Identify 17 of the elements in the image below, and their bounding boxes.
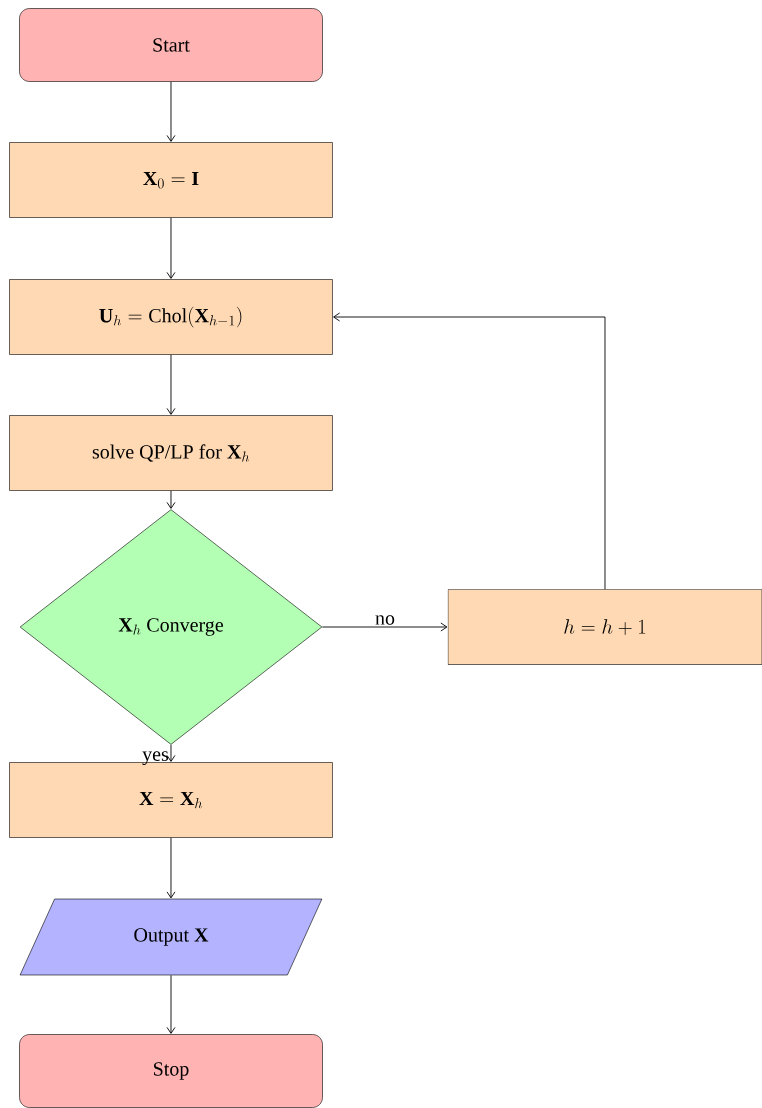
arrow: [333, 312, 606, 590]
arrow: [166, 354, 176, 415]
process-box: $\mathbf{U}_h = \mathrm{Chol}(\mathbf{X}_{h-1})$: [9, 279, 333, 355]
edge-label: no: [375, 615, 395, 625]
process-box: $\mathbf{X}_0 = \mathbf{I}$: [9, 142, 333, 218]
arrow: [166, 744, 176, 762]
arrow: [166, 81, 176, 142]
process-box: $h = h + 1$: [447, 589, 762, 665]
arrow: [166, 974, 176, 1034]
arrow: [166, 837, 176, 899]
arrow: [166, 490, 176, 509]
output-parallelogram: Output X: [19, 898, 323, 976]
process-box: $\text{solve QP/LP for } \mathbf{X}_h$: [9, 415, 333, 491]
arrow: [321, 622, 448, 632]
arrow: [166, 217, 176, 279]
terminal-box: Stop: [19, 1034, 323, 1108]
terminal-box: Start: [19, 8, 323, 82]
